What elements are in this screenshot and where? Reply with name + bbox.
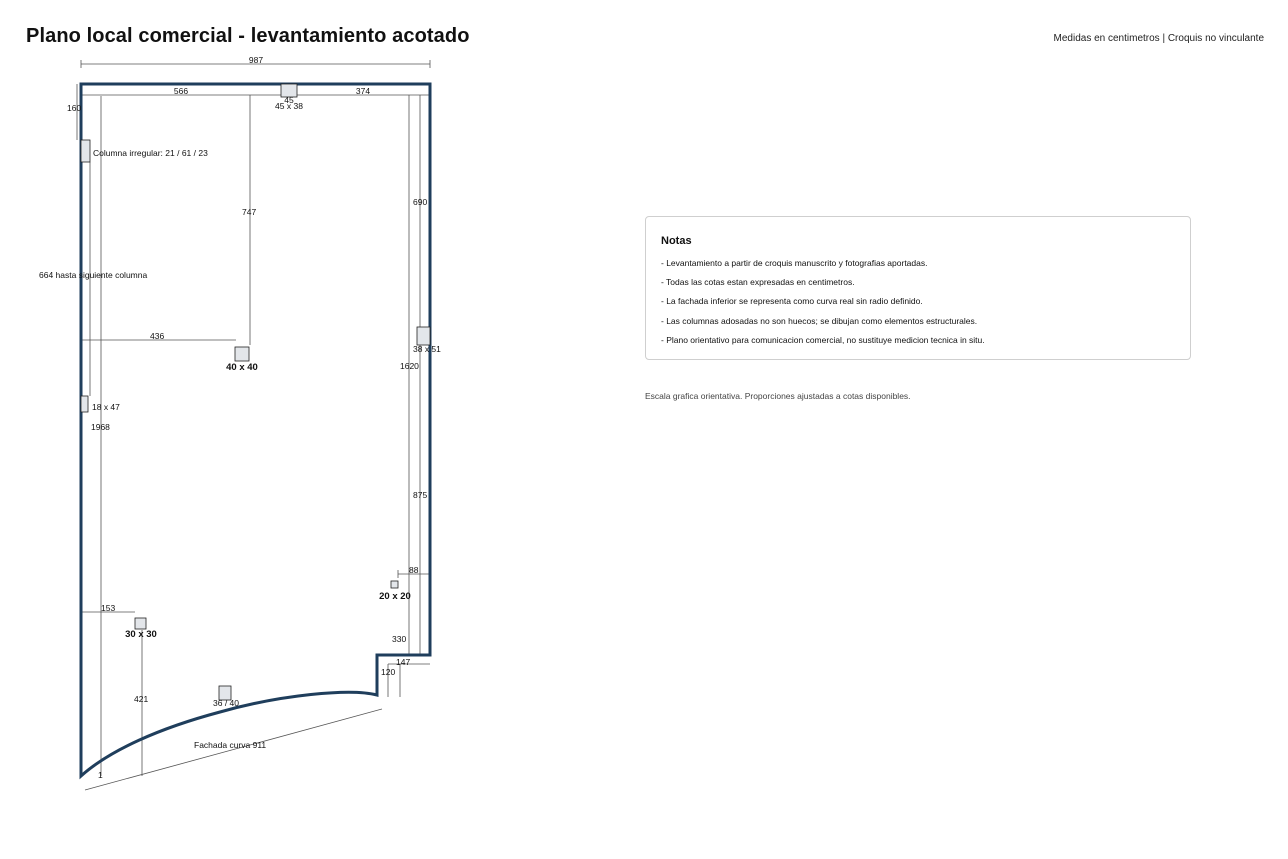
- dim-step-vertical: 330: [392, 634, 406, 644]
- notes-panel: Notas - Levantamiento a partir de croqui…: [645, 216, 1191, 360]
- dim-right-upper: 690: [413, 197, 427, 207]
- note-item: - Las columnas adosadas no son huecos; s…: [661, 315, 978, 326]
- column-right: [416, 326, 431, 346]
- label-column-center: 40 x 40: [226, 362, 258, 373]
- dimension-labels: 987 566 374 160 45 690 875 1620 747 436 …: [39, 55, 427, 780]
- structural-columns: [80, 83, 431, 701]
- dim-right-total: 1620: [400, 361, 419, 371]
- column-labels: 45 x 38 Columna irregular: 21 / 61 / 23 …: [92, 101, 441, 708]
- page-subtitle: Medidas en centimetros | Croquis no vinc…: [1053, 33, 1264, 44]
- dim-left-between-columns: 664 hasta siguiente columna: [39, 270, 147, 280]
- dim-top-left: 566: [174, 86, 188, 96]
- page-title: Plano local comercial - levantamiento ac…: [26, 25, 470, 47]
- label-column-bottom-left: 30 x 30: [125, 629, 157, 640]
- dim-left-total: 1968: [91, 422, 110, 432]
- dim-total-width: 987: [249, 55, 263, 65]
- dim-top-col-width: 45: [284, 95, 294, 105]
- dim-col-bottom-left-offset: 153: [101, 603, 115, 613]
- dim-top-right: 374: [356, 86, 370, 96]
- scale-note: Escala grafica orientativa. Proporciones…: [645, 391, 911, 401]
- dim-top-offset: 160: [67, 103, 81, 113]
- column-left-upper: [80, 139, 91, 163]
- dim-step-offset: 120: [381, 667, 395, 677]
- label-column-left-upper: Columna irregular: 21 / 61 / 23: [93, 148, 208, 158]
- note-item: - Todas las cotas estan expresadas en ce…: [661, 277, 855, 288]
- column-left-lower: [80, 395, 89, 413]
- dim-bottom-left-vertical: 421: [134, 694, 148, 704]
- wall-outline: [79, 82, 432, 780]
- column-bottom-left: [134, 617, 147, 630]
- column-bottom-center: [218, 685, 232, 701]
- note-item: - La fachada inferior se representa como…: [661, 296, 923, 307]
- note-item: - Levantamiento a partir de croquis manu…: [661, 258, 928, 268]
- notes-title: Notas: [661, 235, 692, 247]
- dimension-lines: [76, 60, 431, 791]
- dim-step-horizontal: 147: [396, 657, 410, 667]
- label-column-small-right: 20 x 20: [379, 591, 411, 602]
- dim-center-horizontal: 436: [150, 331, 164, 341]
- dim-facade: Fachada curva 911: [194, 740, 266, 750]
- dim-corner-mark: 1: [98, 770, 103, 780]
- floor-plan: 987 566 374 160 45 690 875 1620 747 436 …: [39, 55, 441, 791]
- dim-right-lower: 875: [413, 490, 427, 500]
- label-column-top-center: 45 x 38: [275, 101, 303, 111]
- label-column-left-lower: 18 x 47: [92, 402, 120, 412]
- dim-col-small-offset: 88: [409, 565, 419, 575]
- column-top-center: [280, 83, 298, 98]
- label-column-right: 38 x 51: [413, 344, 441, 354]
- label-column-bottom-center: 36 / 40: [213, 698, 239, 708]
- dim-center-vertical: 747: [242, 207, 256, 217]
- column-center: [234, 346, 250, 362]
- column-small-right: [390, 580, 399, 589]
- note-item: - Plano orientativo para comunicacion co…: [661, 334, 985, 345]
